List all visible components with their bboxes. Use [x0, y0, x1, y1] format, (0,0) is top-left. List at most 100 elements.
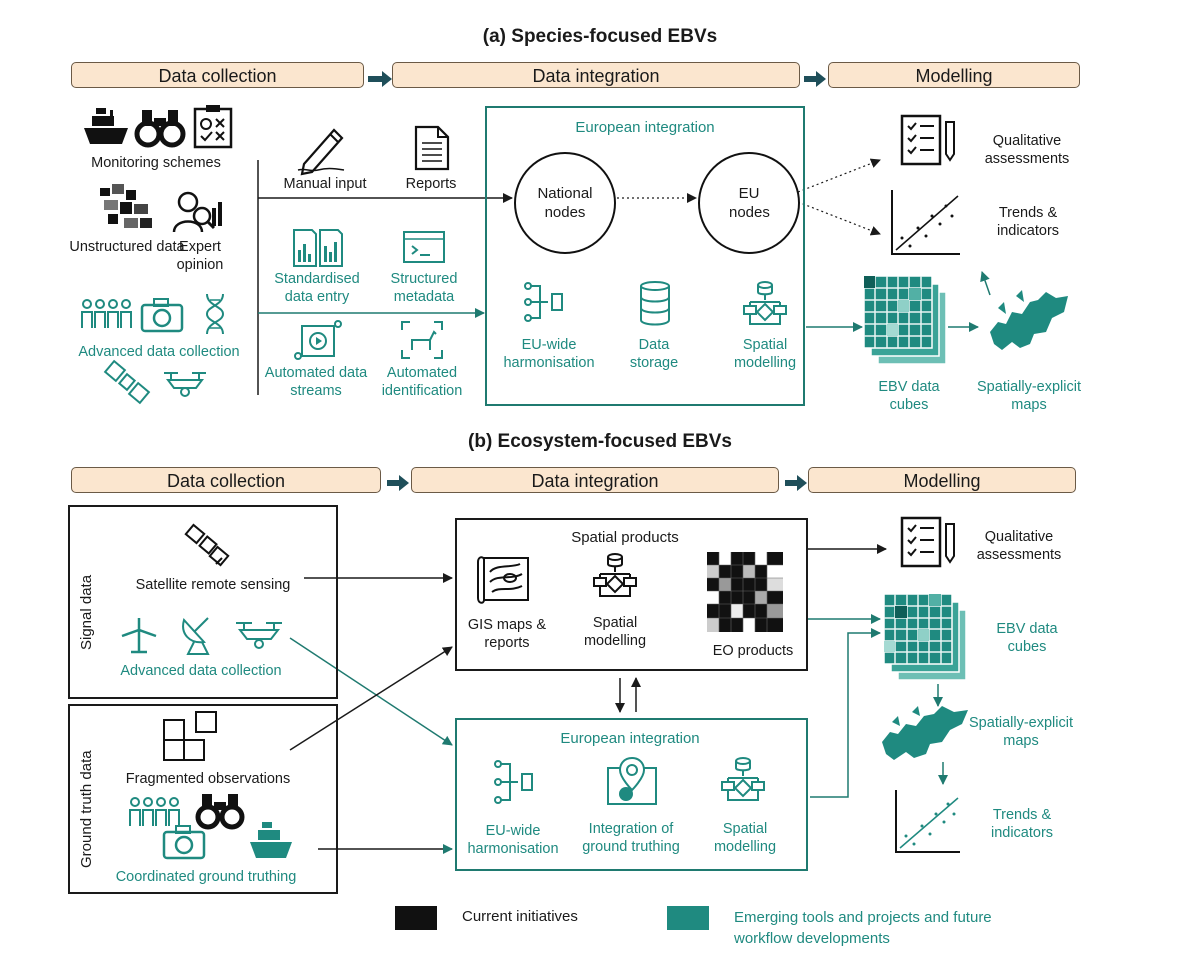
national-nodes-circle: National nodes — [514, 152, 616, 254]
label-cubes-b: EBV data cubes — [996, 621, 1058, 655]
legend-current-label: Current initiatives — [462, 908, 578, 925]
signal-data-box — [68, 505, 338, 699]
trend-chart-icon — [895, 790, 960, 853]
label-data-storage: Data storage — [629, 337, 679, 371]
ground-truth-label: Ground truth data — [78, 750, 95, 868]
satellite-icon — [184, 523, 230, 567]
harmonisation-flow-icon — [524, 282, 563, 322]
europe-map-icon-a — [990, 290, 1068, 350]
label-harmonisation-b: EU-wide harmonisation — [467, 823, 559, 857]
harmonisation-flow-icon — [494, 760, 533, 804]
spatial-modelling-icon — [593, 553, 637, 597]
european-integration-box-b — [455, 718, 808, 871]
label-coordinated: Coordinated ground truthing — [115, 869, 297, 885]
ship-icon — [84, 108, 128, 144]
binoculars-icon — [195, 794, 245, 830]
label-standardised: Standardised data entry — [274, 271, 360, 305]
label-spatial-modelling-b: Spatial modelling — [713, 821, 777, 855]
checklist-board-icon — [193, 105, 233, 149]
european-integration-title-b: European integration — [560, 730, 700, 747]
label-advanced-collection-a: Advanced data collection — [78, 344, 240, 360]
stage-b-modelling: Modelling — [808, 467, 1076, 493]
animal-identification-icon — [401, 321, 443, 359]
label-maps-a: Spatially-explicit maps — [977, 379, 1081, 413]
stage-a-modelling: Modelling — [828, 62, 1080, 88]
label-trends-a: Trends & indicators — [996, 205, 1060, 239]
database-icon — [640, 281, 670, 326]
eu-nodes-circle: EU nodes — [698, 152, 800, 254]
signal-data-label: Signal data — [78, 574, 95, 650]
dna-icon — [205, 293, 225, 335]
label-manual-input: Manual input — [283, 176, 367, 192]
spatial-products-box — [455, 518, 808, 671]
label-gis-maps: GIS maps & reports — [467, 617, 547, 651]
label-reports: Reports — [405, 176, 457, 192]
eu-nodes-label: EU nodes — [729, 185, 770, 221]
qualitative-assessment-icon — [900, 114, 955, 166]
label-qualitative-a: Qualitative assessments — [984, 133, 1070, 167]
pen-writing-icon — [297, 128, 345, 176]
label-satellite: Satellite remote sensing — [135, 577, 291, 593]
label-harmonisation-a: EU-wide harmonisation — [503, 337, 595, 371]
report-document-icon — [414, 125, 450, 171]
people-group-icon — [81, 299, 132, 328]
qualitative-assessment-icon — [900, 516, 955, 568]
satellite-icon — [103, 359, 151, 405]
label-trends-b: Trends & indicators — [990, 807, 1054, 841]
drone-icon — [164, 372, 206, 397]
spatial-modelling-icon — [743, 281, 787, 325]
label-automated-streams: Automated data streams — [264, 365, 368, 399]
label-cubes-a: EBV data cubes — [878, 379, 940, 413]
camera-icon — [162, 825, 206, 860]
panel-a-title: (a) Species-focused EBVs — [482, 26, 718, 47]
label-expert-opinion: Expert opinion — [176, 239, 224, 273]
europe-map-icon-b — [882, 706, 968, 760]
spatial-modelling-icon — [721, 757, 765, 801]
data-cube-icon-a — [863, 275, 947, 365]
terminal-icon — [403, 231, 445, 263]
label-ground-truthing-integration: Integration of ground truthing — [582, 821, 680, 855]
european-integration-title-a: European integration — [575, 119, 715, 136]
label-spatial-modelling-sp: Spatial modelling — [583, 615, 647, 649]
label-qualitative-b: Qualitative assessments — [976, 529, 1062, 563]
european-integration-box-a — [485, 106, 805, 406]
fragmented-squares-icon — [163, 711, 217, 761]
label-automated-identification: Automated identification — [381, 365, 463, 399]
label-spatial-modelling-a: Spatial modelling — [733, 337, 797, 371]
stage-a-integration: Data integration — [392, 62, 800, 88]
label-eo-products: EO products — [712, 643, 794, 659]
data-stream-icon — [294, 320, 342, 360]
stage-b-integration: Data integration — [411, 467, 779, 493]
expert-icon — [172, 191, 222, 233]
ground-truth-box — [68, 704, 338, 894]
eo-product-grid-icon — [707, 552, 783, 632]
ship-icon — [250, 822, 292, 858]
stage-b-collection: Data collection — [71, 467, 381, 493]
data-cube-icon-b — [883, 593, 967, 681]
label-monitoring-schemes: Monitoring schemes — [91, 155, 221, 171]
label-maps-b: Spatially-explicit maps — [969, 715, 1073, 749]
legend-emerging-label: Emerging tools and projects and future w… — [734, 909, 992, 947]
label-unstructured-data: Unstructured data — [69, 239, 185, 255]
panel-b-title: (b) Ecosystem-focused EBVs — [468, 431, 732, 452]
legend-emerging-swatch — [667, 906, 709, 930]
airplane-icon — [121, 618, 157, 654]
unstructured-data-icon — [100, 184, 152, 228]
drone-icon — [236, 622, 282, 649]
label-fragmented: Fragmented observations — [125, 771, 291, 787]
label-structured-metadata: Structured metadata — [390, 271, 458, 305]
binoculars-icon — [134, 110, 186, 148]
gis-map-icon — [477, 556, 529, 604]
people-group-icon — [129, 797, 180, 826]
spatial-products-title: Spatial products — [571, 529, 679, 546]
trend-chart-icon — [891, 190, 960, 255]
map-pin-icon — [607, 756, 657, 805]
camera-icon — [140, 298, 184, 333]
spreadsheet-chart-icon — [293, 229, 343, 267]
label-advanced-collection-b: Advanced data collection — [120, 663, 282, 679]
legend-current-swatch — [395, 906, 437, 930]
radar-dish-icon — [182, 617, 210, 655]
stage-a-collection: Data collection — [71, 62, 364, 88]
national-nodes-label: National nodes — [537, 185, 593, 221]
